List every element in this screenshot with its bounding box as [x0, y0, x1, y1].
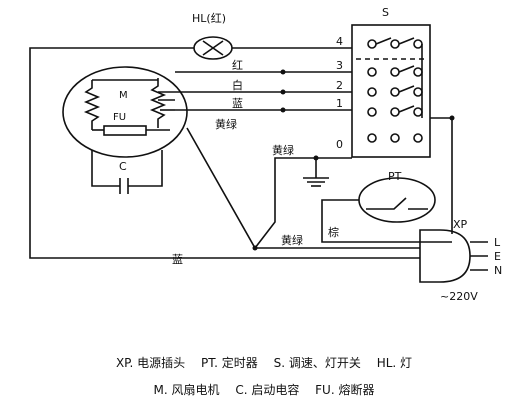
label-plug-e: E [494, 250, 501, 263]
label-t2: 2 [336, 79, 343, 92]
label-yellow-green-1: 黄绿 [215, 117, 237, 131]
motor-fu-assembly [62, 66, 188, 158]
legend-item-xp: XP. 电源插头 [115, 356, 186, 370]
label-voltage: ~220V [440, 290, 478, 303]
fuse-fu [103, 125, 147, 136]
label-brown: 棕 [328, 225, 339, 239]
legend-item-hl: HL. 灯 [376, 356, 413, 370]
wire-switch-out [430, 117, 453, 234]
label-plug-n: N [494, 264, 502, 277]
switch-s [351, 24, 431, 158]
capacitor-c [91, 150, 163, 194]
label-yellow-green-2: 黄绿 [272, 143, 294, 157]
legend-item-s: S. 调速、灯开关 [273, 356, 361, 370]
label-t4: 4 [336, 35, 343, 48]
wire-lamp-left [29, 47, 420, 259]
label-plug-l: L [494, 236, 501, 249]
ground-symbol [303, 158, 329, 187]
timer-pt [358, 177, 436, 223]
wire-brown [321, 199, 452, 243]
junction-dots [252, 69, 455, 251]
wire-yellow-green-motor [186, 127, 352, 250]
label-fuse: FU [113, 112, 126, 123]
label-white: 白 [232, 78, 243, 92]
legend-item-c: C. 启动电容 [235, 383, 300, 397]
lamp-hl [193, 36, 233, 60]
label-t1: 1 [336, 97, 343, 110]
label-motor: M [119, 90, 128, 101]
label-hl: HL(红) [192, 12, 226, 25]
legend-line-1: XP. 电源插头 PT. 定时器 S. 调速、灯开关 HL. 灯 [0, 354, 528, 371]
legend-item-fu: FU. 熔断器 [315, 383, 375, 397]
label-red: 红 [232, 59, 243, 72]
plug-xp [419, 229, 488, 283]
label-yellow-green-3: 黄绿 [281, 233, 303, 247]
motor-winding-left [83, 80, 101, 130]
legend-item-pt: PT. 定时器 [201, 356, 258, 370]
label-s: S [382, 6, 389, 19]
legend-line-2: M. 风扇电机 C. 启动电容 FU. 熔断器 [0, 381, 528, 398]
legend-item-m: M. 风扇电机 [153, 383, 220, 397]
label-xp: XP [453, 218, 468, 231]
label-blue: 蓝 [232, 97, 243, 110]
label-t3: 3 [336, 59, 343, 72]
label-t0: 0 [336, 138, 343, 151]
label-timer: PT [388, 170, 402, 183]
motor-winding-right [149, 78, 167, 128]
label-blue-bottom: 蓝 [172, 253, 183, 266]
label-capacitor: C [119, 160, 127, 173]
